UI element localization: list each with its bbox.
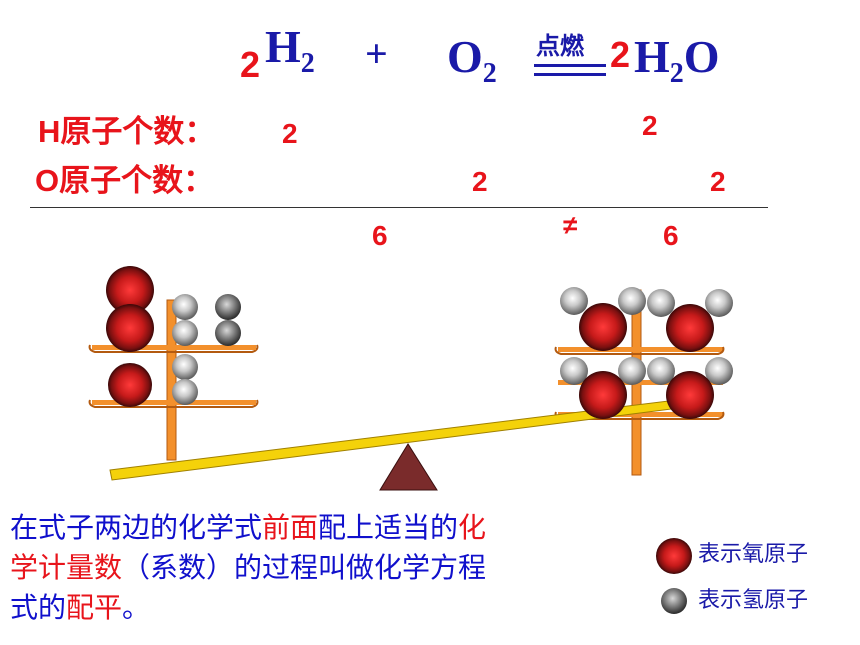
o-count-text: 原子个数： — [59, 163, 215, 199]
oxygen-atom-icon — [108, 363, 152, 407]
para-highlight-front: 前面 — [262, 511, 319, 544]
hydrogen-atom-icon — [215, 294, 241, 320]
para-seg-9: 。 — [122, 591, 151, 624]
coefficient-h2: 2 — [240, 44, 261, 85]
definition-paragraph: 在式子两边的化学式前面配上适当的化 学计量数（系数）的过程叫做化学方程 式的配平… — [10, 508, 600, 628]
para-seg-7: 式的 — [10, 591, 67, 624]
o2-formula: O2 — [447, 30, 497, 90]
o2-letter: O — [447, 31, 483, 82]
o-symbol: O — [35, 163, 60, 198]
oxygen-atom-icon — [579, 371, 627, 419]
plus-sign: + — [365, 31, 388, 76]
hydrogen-atom-icon — [618, 287, 646, 315]
divider-line — [30, 207, 768, 208]
hydrogen-atom-icon — [560, 357, 588, 385]
h-count-left: 2 — [282, 118, 298, 149]
o-count-label: O原子个数： — [35, 165, 214, 197]
equals-line-bottom — [534, 73, 606, 76]
legend-hydrogen-label: 表示氢原子 — [698, 588, 809, 613]
hydrogen-atom-icon — [172, 294, 198, 320]
para-seg-6: （系数）的过程叫做化学方程 — [122, 551, 487, 584]
coefficient-h2o: 2 — [610, 34, 631, 75]
sum-left: 6 — [372, 220, 388, 251]
equals-line-top — [534, 64, 606, 67]
left-atoms — [106, 266, 241, 407]
h2-letter: H — [265, 21, 301, 72]
hydrogen-atom-icon — [705, 357, 733, 385]
sum-right: 6 — [663, 220, 679, 251]
hydrogen-atom-icon — [647, 289, 675, 317]
para-seg-3: 配上适当的 — [318, 511, 459, 544]
hydrogen-atom-icon — [215, 320, 241, 346]
hydrogen-atom-icon — [618, 357, 646, 385]
hydrogen-atom-icon — [172, 320, 198, 346]
legend-oxygen-label: 表示氧原子 — [698, 542, 809, 567]
legend-hydrogen-icon — [661, 588, 687, 614]
fulcrum-triangle — [379, 443, 438, 491]
h-count-right: 2 — [642, 110, 658, 141]
left-stand — [88, 299, 259, 461]
hydrogen-atom-icon — [560, 287, 588, 315]
h2o-o-letter: O — [683, 31, 720, 82]
h2-formula: H2 — [265, 20, 315, 80]
para-highlight-balance: 配平 — [66, 591, 123, 624]
oxygen-atom-icon — [666, 371, 714, 419]
para-highlight-hua: 化 — [458, 511, 487, 544]
h-count-label: H原子个数： — [38, 116, 215, 148]
para-seg-1: 在式子两边的化学式 — [10, 511, 263, 544]
h2o-formula: H2O — [634, 30, 720, 90]
h2o-subscript: 2 — [669, 58, 684, 90]
h2o-h-letter: H — [634, 31, 670, 82]
h-symbol: H — [38, 114, 61, 149]
not-equal-sign: ≠ — [563, 210, 578, 240]
reaction-condition: 点燃 — [536, 32, 584, 60]
oxygen-atom-icon — [666, 304, 714, 352]
oxygen-atom-icon — [106, 266, 154, 314]
o-count-right: 2 — [710, 166, 726, 197]
right-atoms — [560, 287, 733, 419]
h-count-text: 原子个数： — [60, 114, 216, 150]
hydrogen-atom-icon — [705, 289, 733, 317]
h2-subscript: 2 — [300, 48, 315, 80]
o-count-left: 2 — [472, 166, 488, 197]
oxygen-atom-icon — [579, 303, 627, 351]
hydrogen-atom-icon — [172, 354, 198, 380]
hydrogen-atom-icon — [172, 379, 198, 405]
para-highlight-coefficient: 学计量数 — [10, 551, 123, 584]
legend-oxygen-icon — [656, 538, 692, 574]
hydrogen-atom-icon — [647, 357, 675, 385]
o2-subscript: 2 — [482, 58, 497, 90]
oxygen-atom-icon — [106, 304, 154, 352]
